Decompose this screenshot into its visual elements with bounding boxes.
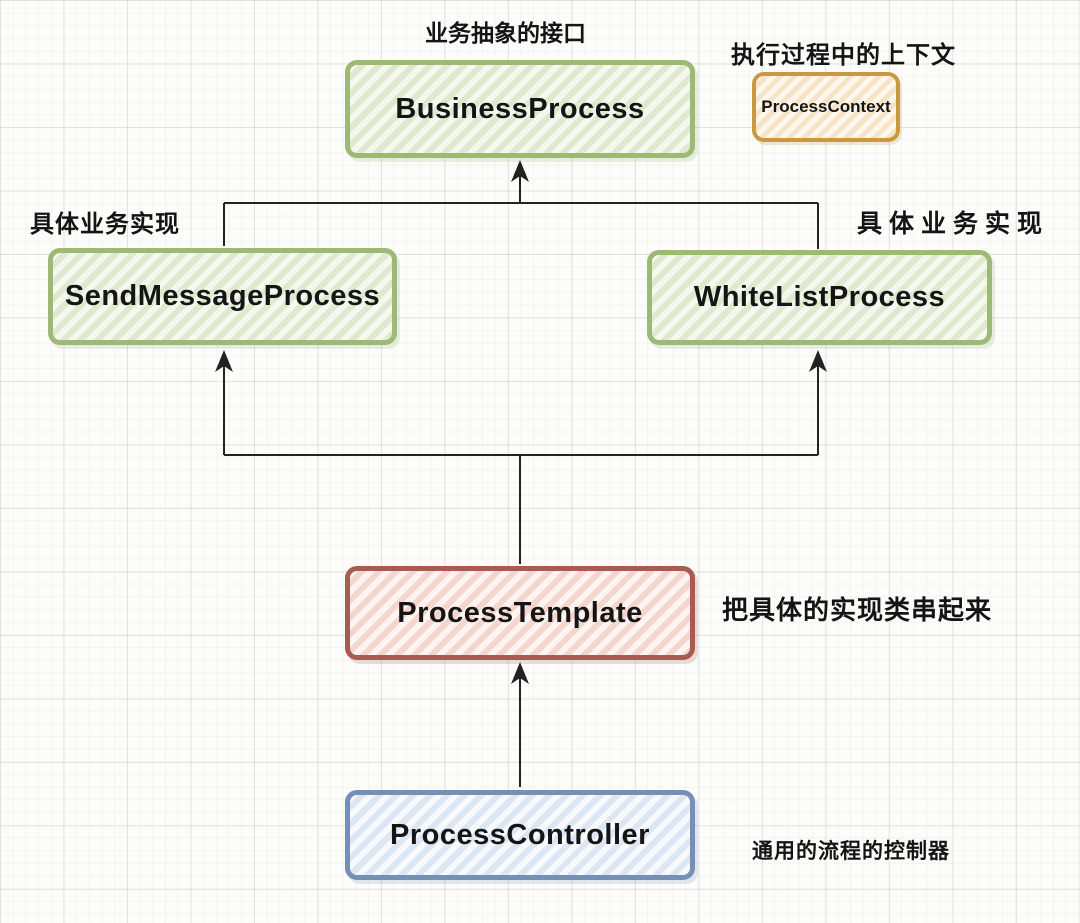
node-white-list-process-label: WhiteListProcess xyxy=(693,281,946,313)
node-process-template: ProcessTemplate xyxy=(345,566,695,660)
node-process-controller-label: ProcessController xyxy=(390,818,650,851)
annotation-impl-left: 具体业务实现 xyxy=(30,211,180,238)
arrowhead-to-white-list-icon xyxy=(809,350,827,372)
node-business-process-label: BusinessProcess xyxy=(395,92,645,125)
annotation-business-interface: 业务抽象的接口 xyxy=(425,20,586,46)
node-white-list-process: WhiteListProcess xyxy=(647,250,992,345)
annotation-process-template: 把具体的实现类串起来 xyxy=(722,595,993,625)
arrowhead-to-send-message-icon xyxy=(215,350,233,372)
node-send-message-process-label: SendMessageProcess xyxy=(64,280,381,312)
annotation-impl-right: 具体业务实现 xyxy=(857,210,1050,238)
annotation-process-controller: 通用的流程的控制器 xyxy=(752,840,950,863)
arrowhead-to-business-process-icon xyxy=(511,160,529,182)
node-business-process: BusinessProcess xyxy=(345,60,695,158)
annotation-process-context: 执行过程中的上下文 xyxy=(731,42,956,69)
edge-template-to-children xyxy=(223,366,819,564)
arrowhead-to-process-template-icon xyxy=(511,662,529,684)
node-process-context: ProcessContext xyxy=(752,72,900,142)
edge-children-to-business-process xyxy=(223,176,819,249)
node-process-controller: ProcessController xyxy=(345,790,695,880)
node-process-template-label: ProcessTemplate xyxy=(397,596,643,629)
node-process-context-label: ProcessContext xyxy=(761,97,891,116)
node-send-message-process: SendMessageProcess xyxy=(48,248,397,345)
